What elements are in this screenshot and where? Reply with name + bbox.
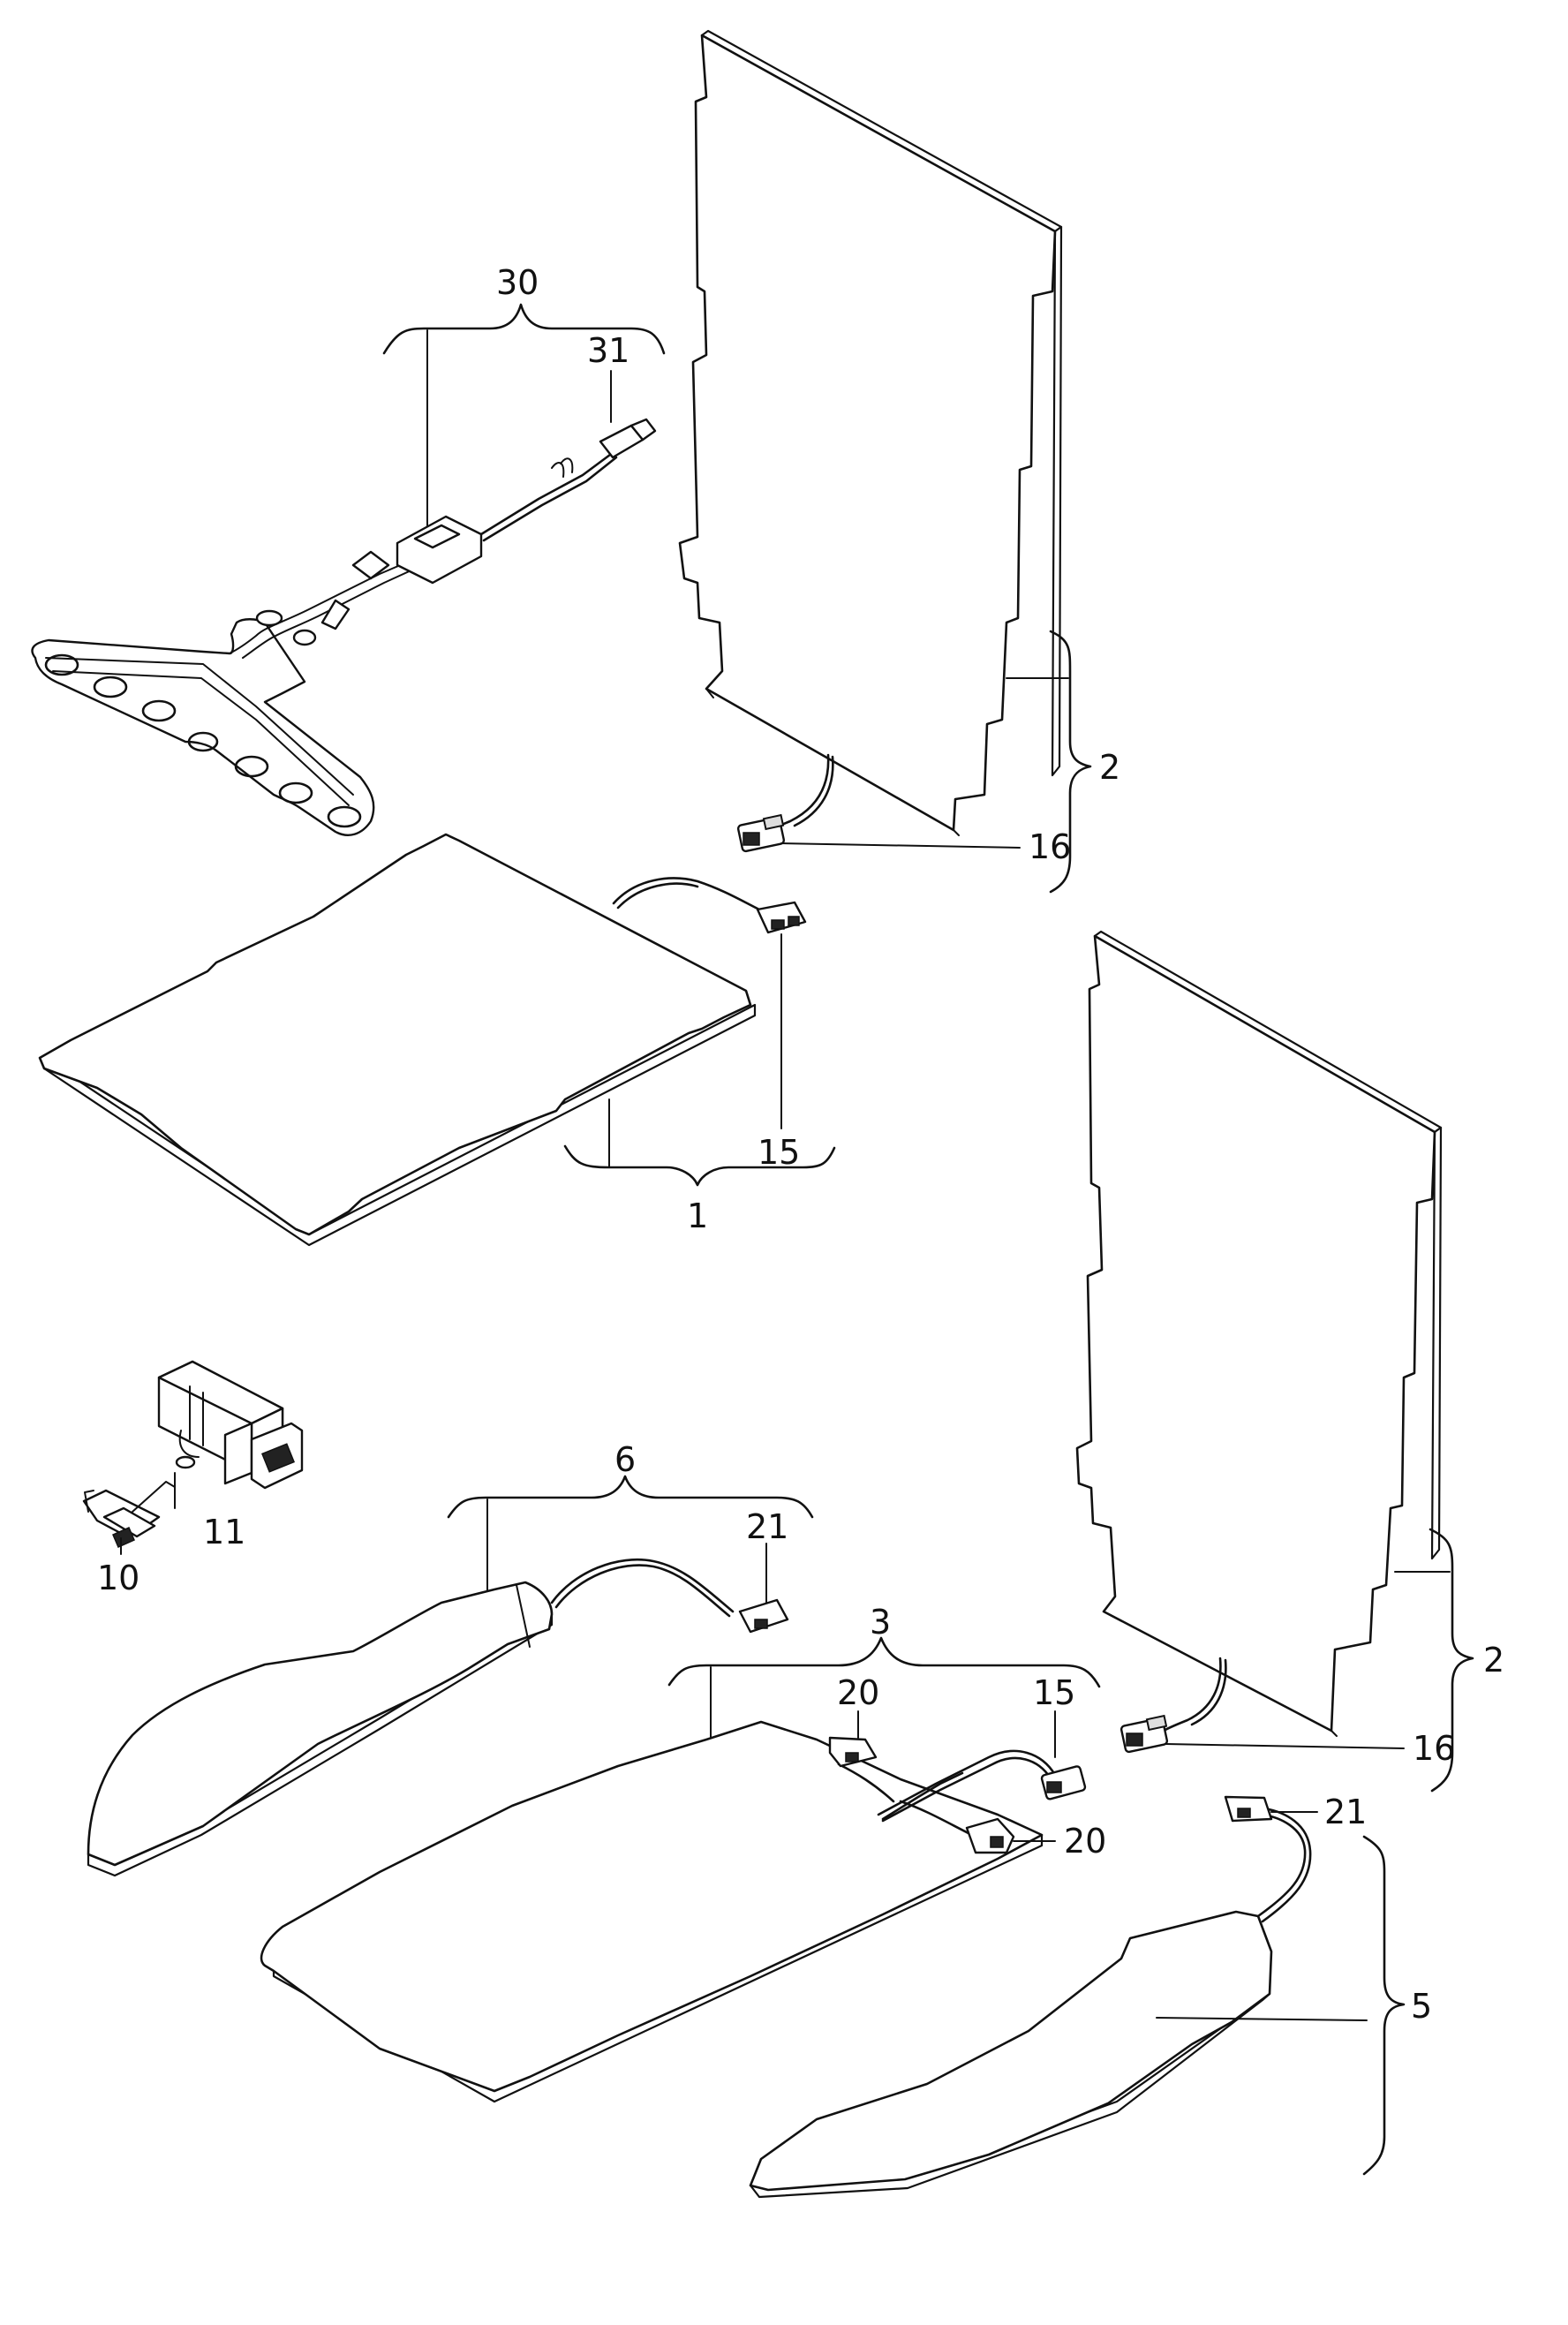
label-2-upper: 2 <box>1099 748 1120 787</box>
leader-16-upper <box>780 842 1021 849</box>
label-31: 31 <box>587 331 629 370</box>
connector-21-upper[interactable] <box>550 1558 789 1634</box>
harness-3[interactable] <box>837 1749 1057 1838</box>
label-30: 30 <box>496 263 539 302</box>
label-21-lower: 21 <box>1324 1793 1367 1831</box>
bracket-10[interactable] <box>82 1481 176 1548</box>
leader-16-lower <box>1165 1743 1405 1749</box>
bracket-2-upper <box>1049 630 1092 894</box>
label-20-upper: 20 <box>837 1673 879 1712</box>
label-16-upper: 16 <box>1029 827 1071 866</box>
label-21-upper: 21 <box>746 1507 788 1546</box>
control-unit-11[interactable] <box>157 1360 304 1490</box>
backrest-heating-pad-lower[interactable] <box>1075 930 1443 1737</box>
bracket-1 <box>563 1144 836 1187</box>
label-10: 10 <box>97 1559 139 1597</box>
bracket-3 <box>667 1636 1101 1688</box>
label-2-lower: 2 <box>1483 1641 1504 1680</box>
connector-16-upper[interactable] <box>736 753 834 853</box>
connector-21-lower[interactable] <box>1224 1795 1312 1923</box>
label-3: 3 <box>870 1603 891 1642</box>
label-11: 11 <box>203 1513 245 1551</box>
connector-16-lower[interactable] <box>1119 1657 1227 1754</box>
bracket-6 <box>447 1475 814 1519</box>
seat-heating-pad-1[interactable] <box>38 833 757 1247</box>
label-5: 5 <box>1411 1987 1432 2026</box>
bracket-5 <box>1362 1835 1406 2176</box>
backrest-heating-pad-upper[interactable] <box>678 29 1063 836</box>
label-20-lower: 20 <box>1064 1822 1106 1861</box>
connector-15-seat[interactable] <box>612 877 807 934</box>
label-1: 1 <box>687 1196 708 1235</box>
heating-element-30[interactable] <box>31 418 657 836</box>
side-bolster-heating-pad-6[interactable] <box>87 1581 554 1877</box>
label-15-lower: 15 <box>1033 1673 1075 1712</box>
label-6: 6 <box>614 1440 636 1479</box>
connector-15-lower[interactable] <box>1040 1765 1087 1800</box>
connector-20-lower[interactable] <box>965 1817 1015 1854</box>
label-15-upper: 15 <box>758 1133 800 1172</box>
seat-heating-pad-3[interactable] <box>260 1720 1044 2103</box>
bracket-2-lower <box>1429 1528 1474 1793</box>
bracket-30 <box>382 303 666 355</box>
label-16-lower: 16 <box>1413 1729 1455 1768</box>
leader-5 <box>1156 2017 1368 2021</box>
connector-20-upper[interactable] <box>828 1736 878 1768</box>
side-bolster-heating-pad-5[interactable] <box>749 1910 1273 2199</box>
